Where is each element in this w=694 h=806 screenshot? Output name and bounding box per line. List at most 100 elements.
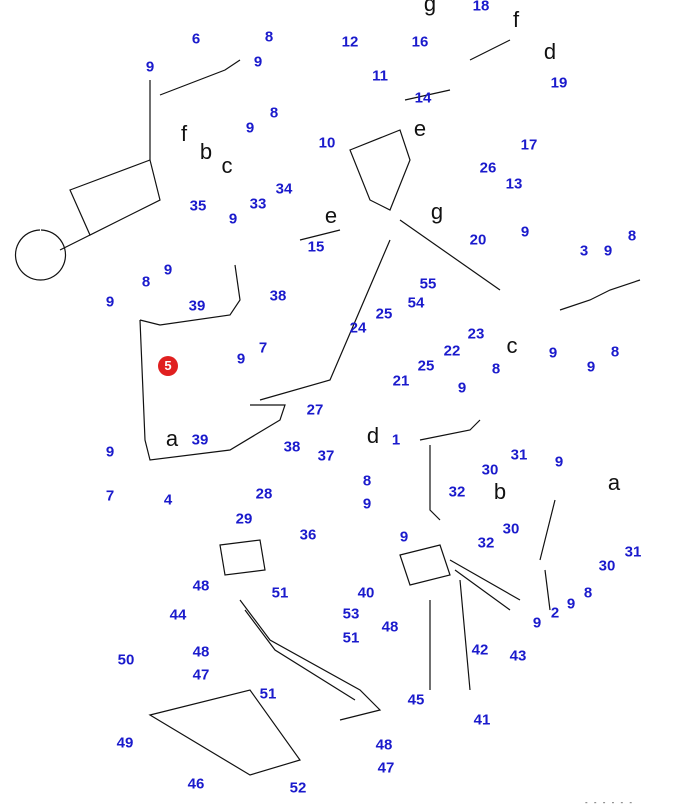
part-callout-8[interactable]: 8 [269,104,279,122]
part-callout-8[interactable]: 8 [627,227,637,245]
part-callout-17[interactable]: 17 [520,136,538,154]
part-callout-38[interactable]: 38 [283,438,301,456]
part-callout-21[interactable]: 21 [392,372,410,390]
part-callout-53[interactable]: 53 [342,605,360,623]
part-callout-9[interactable]: 9 [228,210,238,228]
part-callout-14[interactable]: 14 [414,89,432,107]
part-callout-15[interactable]: 15 [307,238,325,256]
part-callout-32[interactable]: 32 [477,534,495,552]
drawing-code: - - - - - - [585,798,635,806]
part-callout-50[interactable]: 50 [117,651,135,669]
part-callout-20[interactable]: 20 [469,231,487,249]
part-callout-48[interactable]: 48 [192,643,210,661]
part-callout-18[interactable]: 18 [472,0,490,15]
part-callout-6[interactable]: 6 [191,30,201,48]
part-callout-12[interactable]: 12 [341,33,359,51]
part-callout-31[interactable]: 31 [510,446,528,464]
part-callout-29[interactable]: 29 [235,510,253,528]
part-callout-9[interactable]: 9 [566,595,576,613]
part-callout-46[interactable]: 46 [187,775,205,793]
connection-letter-g: g [430,199,444,224]
part-callout-2[interactable]: 2 [550,604,560,622]
block-40 [399,544,521,611]
connection-letter-c: c [506,333,518,358]
part-callout-48[interactable]: 48 [192,577,210,595]
part-callout-52[interactable]: 52 [289,779,307,797]
part-callout-48[interactable]: 48 [375,736,393,754]
part-callout-30[interactable]: 30 [502,520,520,538]
part-callout-11[interactable]: 11 [372,67,388,85]
part-callout-8[interactable]: 8 [491,360,501,378]
part-callout-22[interactable]: 22 [443,342,461,360]
part-callout-26[interactable]: 26 [479,159,497,177]
part-callout-49[interactable]: 49 [116,734,134,752]
part-callout-41[interactable]: 41 [473,711,491,729]
part-callout-55[interactable]: 55 [419,275,437,293]
part-callout-8[interactable]: 8 [264,28,274,46]
part-callout-9[interactable]: 9 [586,358,596,376]
part-callout-9[interactable]: 9 [554,453,564,471]
part-callout-31[interactable]: 31 [624,543,642,561]
part-callout-35[interactable]: 35 [189,197,207,215]
part-callout-36[interactable]: 36 [299,526,317,544]
part-callout-9[interactable]: 9 [105,443,115,461]
part-callout-45[interactable]: 45 [407,691,425,709]
part-callout-43[interactable]: 43 [509,647,527,665]
part-callout-51[interactable]: 51 [259,685,277,703]
part-callout-38[interactable]: 38 [269,287,287,305]
part-callout-9[interactable]: 9 [236,350,246,368]
part-callout-8[interactable]: 8 [583,584,593,602]
part-callout-40[interactable]: 40 [357,584,375,602]
part-callout-9[interactable]: 9 [105,293,115,311]
connection-letter-e: e [324,203,338,228]
part-callout-9[interactable]: 9 [399,528,409,546]
part-callout-47[interactable]: 47 [192,666,210,684]
part-callout-7[interactable]: 7 [258,339,268,357]
part-callout-54[interactable]: 54 [407,294,425,312]
part-callout-23[interactable]: 23 [467,325,485,343]
part-callout-9[interactable]: 9 [457,379,467,397]
part-callout-39[interactable]: 39 [188,297,206,315]
part-callout-8[interactable]: 8 [610,343,620,361]
part-callout-51[interactable]: 51 [271,584,289,602]
part-callout-42[interactable]: 42 [471,641,489,659]
part-callout-7[interactable]: 7 [105,487,115,505]
part-callout-37[interactable]: 37 [317,447,335,465]
part-callout-10[interactable]: 10 [318,134,336,152]
part-callout-9[interactable]: 9 [603,242,613,260]
part-callout-51[interactable]: 51 [342,629,360,647]
part-callout-16[interactable]: 16 [411,33,429,51]
part-callout-3[interactable]: 3 [579,242,589,260]
part-callout-34[interactable]: 34 [275,180,293,198]
part-callout-8[interactable]: 8 [362,472,372,490]
part-callout-9[interactable]: 9 [548,344,558,362]
part-callout-9[interactable]: 9 [253,53,263,71]
part-callout-9[interactable]: 9 [532,614,542,632]
part-callout-25[interactable]: 25 [417,357,435,375]
part-callout-9[interactable]: 9 [163,261,173,279]
part-callout-8[interactable]: 8 [141,273,151,291]
part-callout-9[interactable]: 9 [245,119,255,137]
connection-letter-f: f [180,121,188,146]
part-callout-30[interactable]: 30 [481,461,499,479]
part-callout-33[interactable]: 33 [249,195,267,213]
part-callout-9[interactable]: 9 [520,223,530,241]
part-callout-1[interactable]: 1 [391,431,401,449]
part-callout-48[interactable]: 48 [381,618,399,636]
part-callout-44[interactable]: 44 [169,606,187,624]
pipe-1 [419,419,481,521]
part-callout-30[interactable]: 30 [598,557,616,575]
part-callout-9[interactable]: 9 [145,58,155,76]
part-callout-19[interactable]: 19 [550,74,568,92]
part-callout-4[interactable]: 4 [163,491,173,509]
part-callout-13[interactable]: 13 [505,175,523,193]
highlighted-part-5[interactable]: 5 [158,356,178,376]
part-callout-9[interactable]: 9 [362,495,372,513]
part-callout-39[interactable]: 39 [191,431,209,449]
part-callout-32[interactable]: 32 [448,483,466,501]
part-callout-27[interactable]: 27 [306,401,324,419]
part-callout-28[interactable]: 28 [255,485,273,503]
part-callout-25[interactable]: 25 [375,305,393,323]
part-callout-24[interactable]: 24 [349,319,367,337]
part-callout-47[interactable]: 47 [377,759,395,777]
